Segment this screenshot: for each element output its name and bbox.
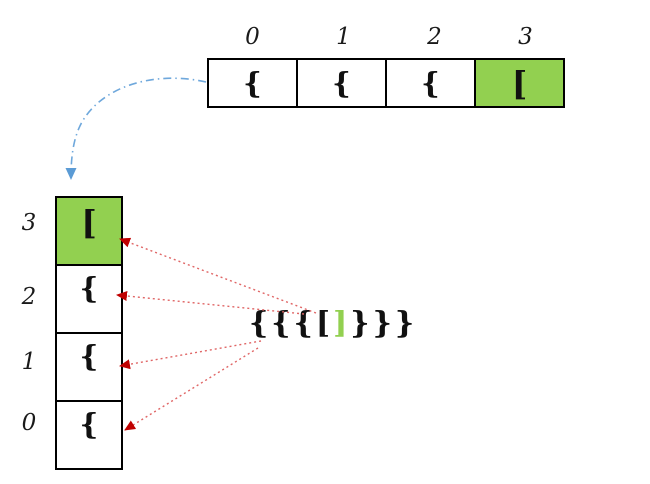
expression-char-1: { bbox=[271, 306, 291, 341]
stack-index-label-0: 0 bbox=[21, 410, 37, 436]
input-array: 0 1 2 3 { { { [ bbox=[207, 20, 571, 108]
open-bracket-glyph: [ bbox=[511, 63, 528, 103]
expression-char-0: { bbox=[249, 306, 269, 341]
open-brace-glyph: { bbox=[243, 65, 262, 100]
open-brace-glyph: { bbox=[421, 65, 440, 100]
stack-index-label-1: 1 bbox=[21, 349, 37, 375]
expression-char-4-matched: ] bbox=[333, 306, 348, 341]
stack-cells: [ { { { bbox=[55, 196, 123, 470]
stack-cell-2: { bbox=[55, 264, 123, 334]
open-brace-glyph: { bbox=[332, 65, 351, 100]
array-index-label-2: 2 bbox=[427, 24, 442, 50]
array-cell-3-highlighted: [ bbox=[474, 58, 565, 108]
blue-dashed-arrow bbox=[65, 77, 207, 180]
input-array-cells: { { { [ bbox=[207, 58, 571, 108]
array-index-label-1: 1 bbox=[336, 24, 351, 50]
expression-char-7: } bbox=[394, 306, 415, 341]
expression-char-3: [ bbox=[315, 306, 331, 341]
array-index-label-3: 3 bbox=[518, 24, 533, 50]
open-brace-glyph: { bbox=[79, 407, 99, 441]
input-array-indices: 0 1 2 3 bbox=[207, 20, 571, 54]
array-cell-2: { bbox=[385, 58, 476, 108]
red-dotted-arrow-to-stack-0 bbox=[124, 347, 259, 431]
array-cell-1: { bbox=[296, 58, 387, 108]
stack-cell-0: { bbox=[55, 400, 123, 470]
array-cell-0: { bbox=[207, 58, 298, 108]
red-dotted-arrow-to-stack-1 bbox=[119, 340, 262, 370]
stack-index-label-2: 2 bbox=[21, 284, 37, 310]
expression-char-2: { bbox=[293, 306, 313, 341]
expression-char-5: } bbox=[350, 306, 370, 341]
expression-char-6: } bbox=[372, 306, 392, 341]
open-bracket-glyph: [ bbox=[81, 203, 97, 242]
array-index-label-0: 0 bbox=[245, 24, 260, 50]
stack-cell-3-highlighted: [ bbox=[55, 196, 123, 266]
stack-column: [ { { { bbox=[55, 196, 123, 470]
stack-cell-1: { bbox=[55, 332, 123, 402]
bracket-expression: { { { [ ] } } } bbox=[249, 303, 414, 345]
red-dotted-arrow-to-stack-3 bbox=[119, 237, 317, 314]
open-brace-glyph: { bbox=[79, 271, 99, 305]
open-brace-glyph: { bbox=[79, 339, 99, 373]
stack-index-label-3: 3 bbox=[21, 210, 37, 236]
